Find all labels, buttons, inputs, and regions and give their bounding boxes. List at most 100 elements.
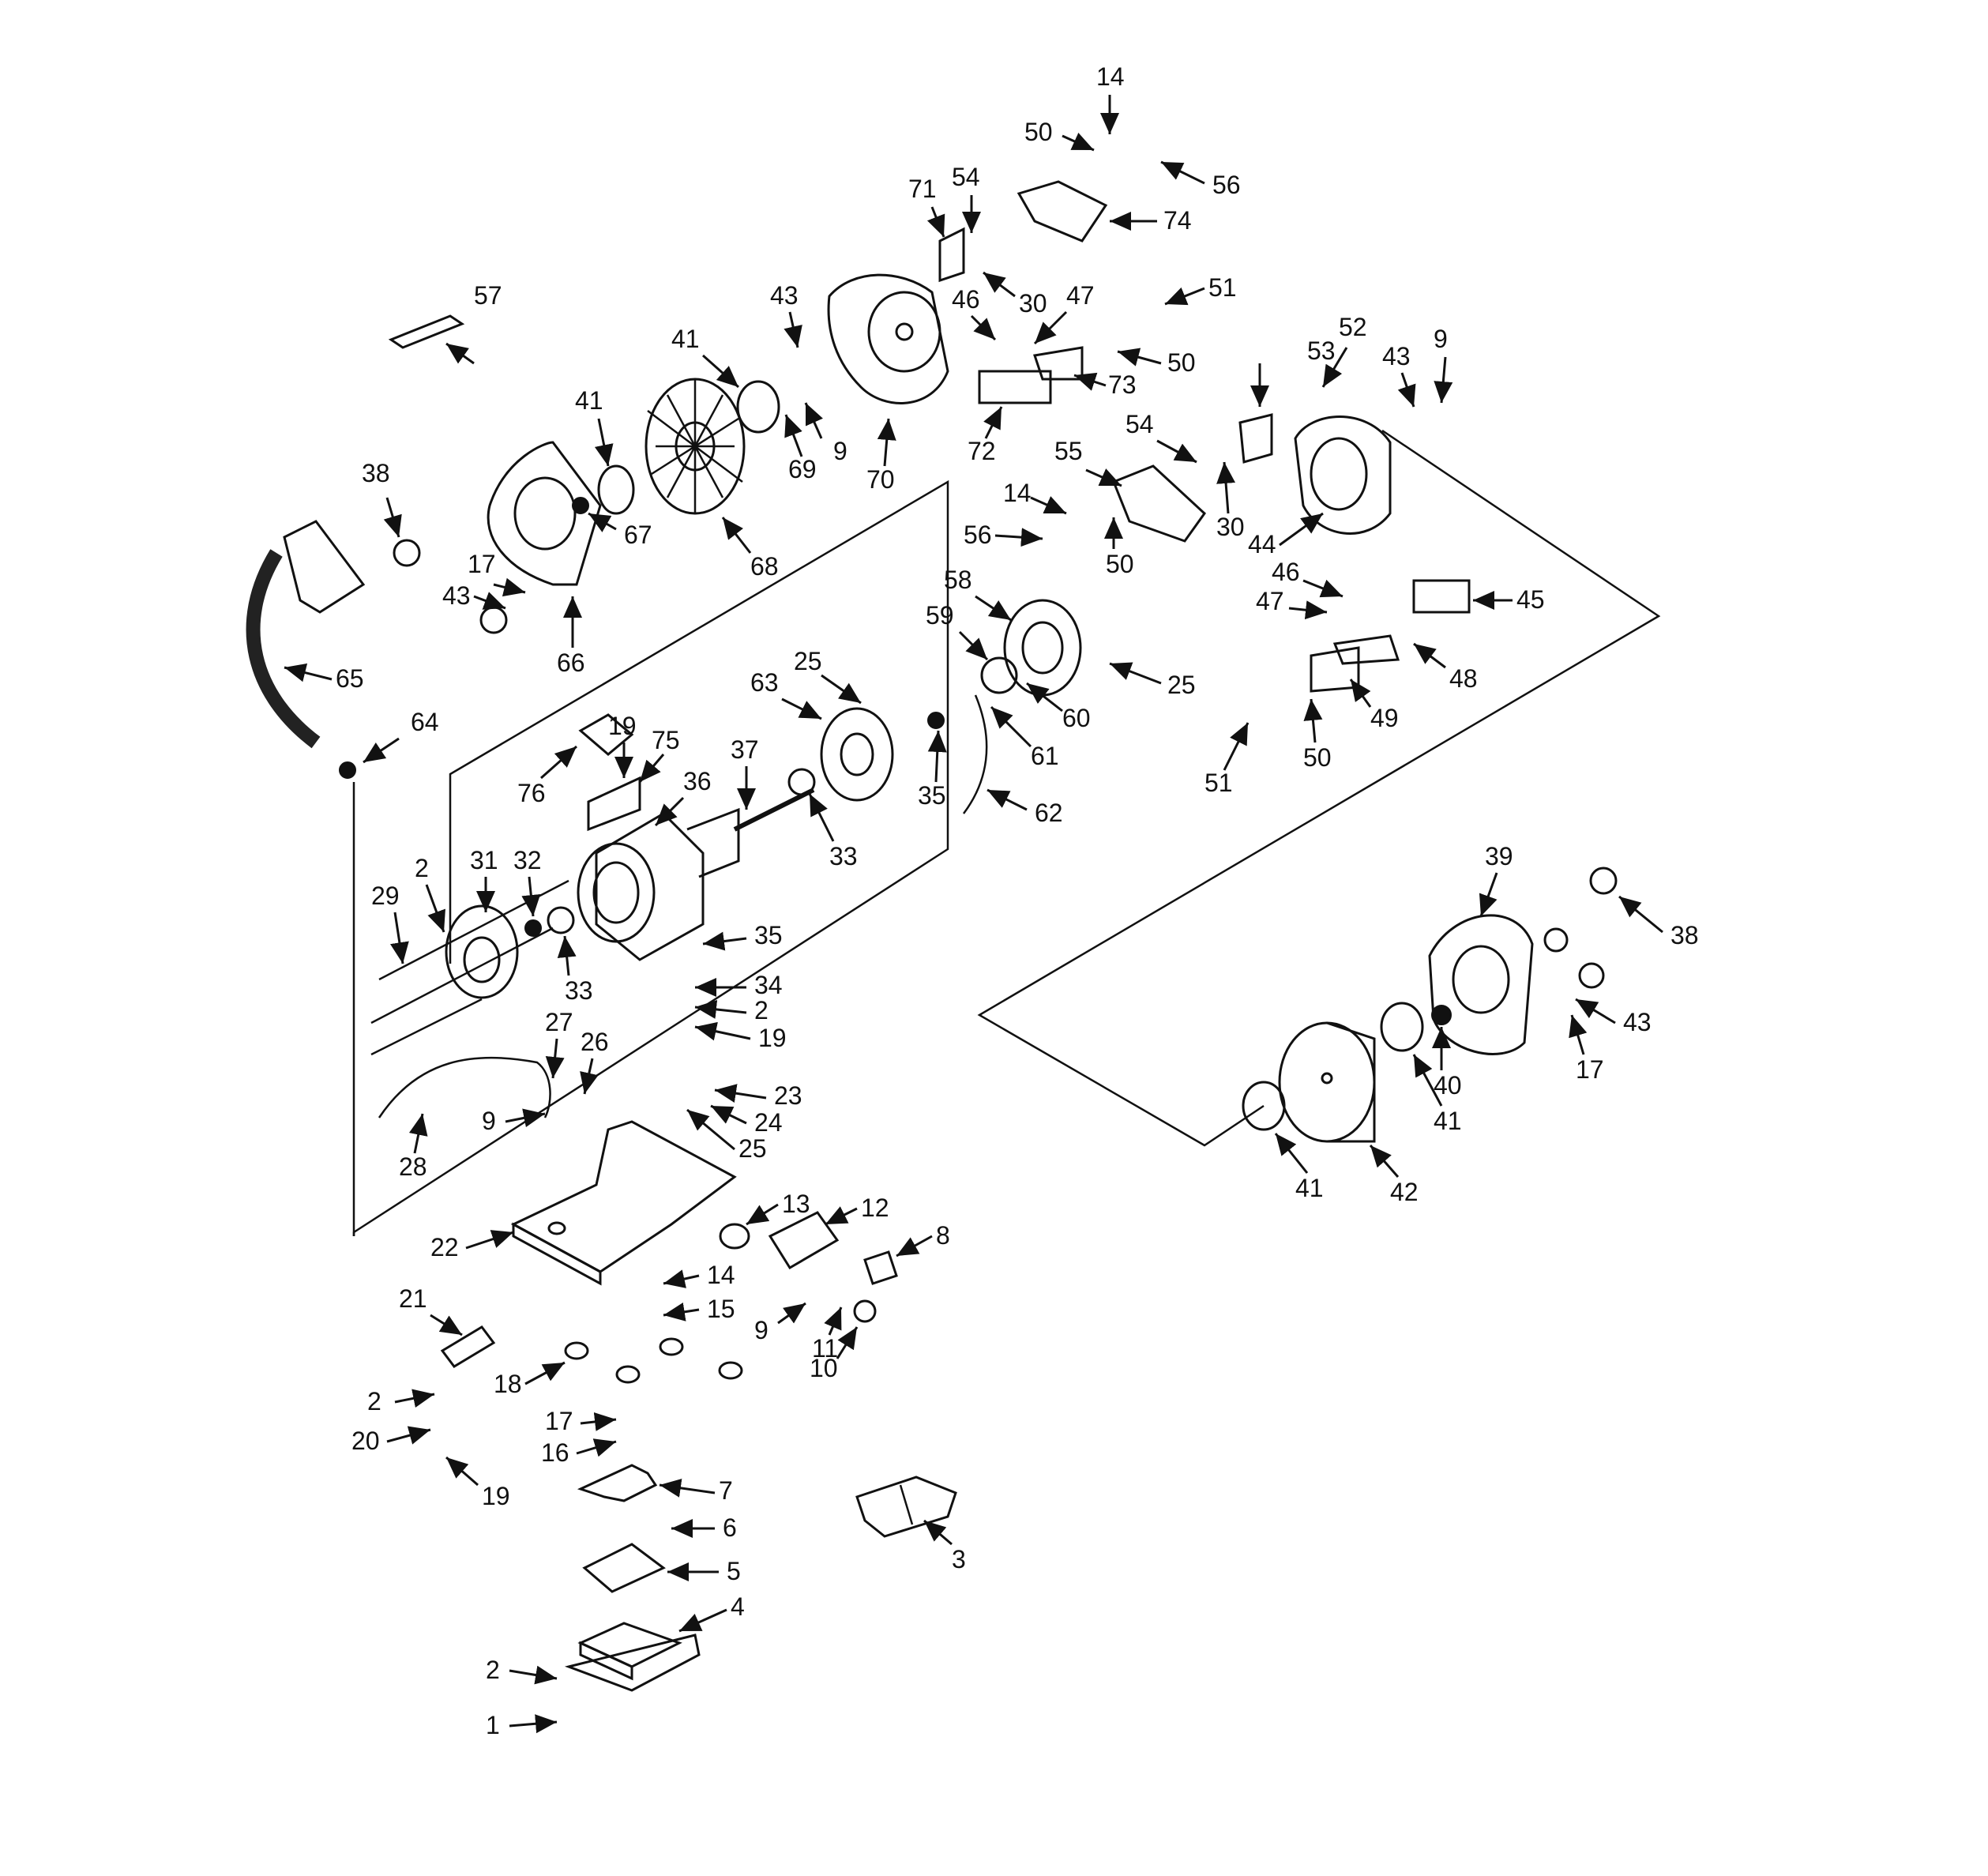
- callout-49: 49: [1370, 704, 1399, 732]
- part-3-tray: [855, 1476, 957, 1538]
- callout-56-mid: 56: [964, 521, 992, 549]
- callout-50-lower: 50: [1106, 550, 1134, 578]
- callout-8: 8: [936, 1221, 950, 1250]
- callout-44: 44: [1248, 530, 1276, 558]
- callout-38-right: 38: [1670, 921, 1699, 949]
- callout-76: 76: [517, 779, 546, 807]
- part-68-wire-wheel: [645, 378, 746, 515]
- callout-60: 60: [1062, 704, 1091, 732]
- callout-14-mid: 14: [1003, 479, 1032, 507]
- part-7-plate: [577, 1464, 658, 1502]
- callout-18: 18: [494, 1370, 522, 1398]
- parts-artwork: [246, 180, 1618, 1692]
- part-39-wheel-guard: [1428, 914, 1534, 1055]
- part-36-motor-housing: [577, 807, 740, 961]
- callout-64: 64: [411, 708, 439, 736]
- callout-29: 29: [371, 882, 400, 910]
- callout-4: 4: [731, 1592, 745, 1621]
- part-21-capacitor: [440, 1325, 496, 1368]
- callout-14-lower: 14: [707, 1261, 735, 1289]
- callout-9-left: 9: [482, 1107, 496, 1135]
- callout-25-right: 25: [1167, 671, 1196, 699]
- assembly-lines: [352, 429, 1661, 1236]
- callout-7: 7: [719, 1476, 733, 1505]
- callout-13: 13: [782, 1190, 810, 1218]
- callout-59: 59: [926, 601, 954, 630]
- part-8-switch: [863, 1250, 898, 1285]
- part-62-cord: [962, 694, 988, 814]
- callout-66: 66: [557, 649, 585, 677]
- callout-50-right: 50: [1303, 743, 1332, 772]
- callout-67: 67: [624, 521, 652, 549]
- part-12-switch-plate: [768, 1211, 840, 1270]
- callout-25-mid: 25: [794, 647, 822, 675]
- part-74-eye-shield: [1017, 180, 1108, 242]
- callout-65: 65: [336, 664, 364, 693]
- callout-48: 48: [1449, 664, 1478, 693]
- callout-19-top: 19: [608, 712, 637, 740]
- callout-33-left: 33: [565, 976, 593, 1005]
- callout-54-mid: 54: [1126, 410, 1154, 438]
- part-44-wheel-guard: [1294, 415, 1392, 535]
- callout-9-right: 9: [1434, 325, 1448, 353]
- callout-36: 36: [683, 767, 712, 795]
- part-13-bushing: [719, 1223, 750, 1250]
- callout-37: 37: [731, 735, 759, 764]
- part-5-board: [582, 1543, 666, 1593]
- callout-17-lower: 17: [545, 1407, 573, 1435]
- callout-19-mid: 19: [758, 1024, 787, 1052]
- callout-31: 31: [470, 846, 498, 874]
- part-63-end-bell: [820, 707, 894, 802]
- callout-33-mid: 33: [829, 842, 858, 870]
- callout-72: 72: [968, 437, 996, 465]
- part-65-flex-neck: [246, 549, 321, 749]
- callout-40: 40: [1434, 1071, 1462, 1100]
- callout-43-right: 43: [1382, 342, 1411, 370]
- callout-10: 10: [810, 1354, 838, 1382]
- callout-3: 3: [952, 1545, 966, 1573]
- callout-74: 74: [1163, 206, 1192, 235]
- callout-35-mid: 35: [918, 781, 946, 810]
- callout-34: 34: [754, 971, 783, 999]
- callout-5: 5: [727, 1557, 741, 1585]
- callout-70: 70: [866, 465, 895, 494]
- callout-1: 1: [486, 1711, 500, 1739]
- part-42-grinding-wheel: [1278, 1021, 1376, 1143]
- callout-43-left: 43: [442, 581, 471, 610]
- part-64-nut: [339, 761, 356, 779]
- callout-63: 63: [750, 668, 779, 697]
- callout-71: 71: [908, 175, 937, 203]
- callout-51-right: 51: [1204, 769, 1233, 797]
- callout-47-top: 47: [1066, 281, 1095, 310]
- callout-68: 68: [750, 552, 779, 581]
- callout-50: 50: [1024, 118, 1053, 146]
- part-45-tool-rest: [1412, 579, 1471, 614]
- callout-41-lower: 41: [1295, 1174, 1324, 1202]
- callout-23: 23: [774, 1081, 802, 1110]
- callout-45: 45: [1516, 585, 1545, 614]
- callout-56: 56: [1212, 171, 1241, 199]
- callouts: 14 50 56 71 54 74 30 47 46 51 50 73 72 7…: [284, 62, 1699, 1739]
- part-28-power-cord: [378, 1056, 551, 1118]
- callout-43-lower: 43: [1623, 1008, 1652, 1036]
- callout-32: 32: [513, 846, 542, 874]
- callout-25-lower: 25: [738, 1134, 767, 1163]
- callout-2-mid: 2: [754, 996, 769, 1024]
- callout-9-top: 9: [833, 437, 847, 465]
- part-4-box: [564, 1622, 701, 1692]
- callout-54: 54: [952, 163, 980, 191]
- callout-22: 22: [430, 1233, 459, 1261]
- callout-19-lower: 19: [482, 1482, 510, 1510]
- callout-30-top: 30: [1019, 289, 1047, 318]
- callout-41-right: 41: [1434, 1107, 1462, 1135]
- callout-69: 69: [788, 455, 817, 483]
- part-59-fan: [980, 656, 1018, 694]
- callout-38-left: 38: [362, 459, 390, 487]
- part-10-knob: [853, 1299, 877, 1323]
- callout-16: 16: [541, 1438, 569, 1467]
- callout-15: 15: [707, 1295, 735, 1323]
- callout-50-mid: 50: [1167, 348, 1196, 377]
- callout-41-left: 41: [575, 386, 603, 415]
- callout-57: 57: [474, 281, 502, 310]
